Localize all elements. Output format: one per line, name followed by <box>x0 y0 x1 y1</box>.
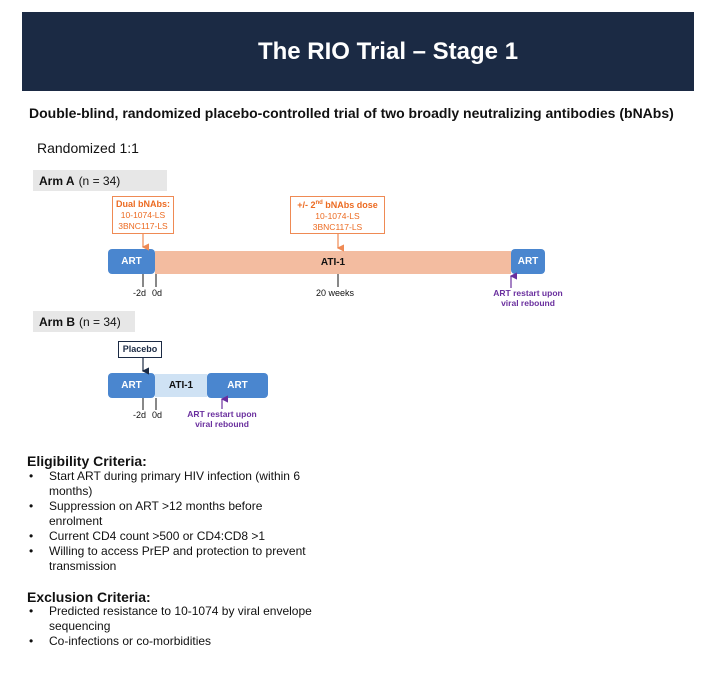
eligibility-item: Current CD4 count >500 or CD4:CD8 >1 <box>27 529 317 544</box>
arm-b-ati-bar: ATI-1 <box>155 374 207 397</box>
second-dose-drug-2: 3BNC117-LS <box>312 221 363 232</box>
arm-a-tick-0d: 0d <box>152 288 163 298</box>
eligibility-item: Suppression on ART >12 months before enr… <box>27 499 317 529</box>
arm-b-tick-0d: 0d <box>152 410 163 420</box>
dual-bnabs-title: Dual bNAbs: <box>116 198 170 209</box>
dual-bnabs-drug-2: 3BNC117-LS <box>118 220 168 231</box>
arm-b-label: Arm B (n = 34) <box>33 311 135 332</box>
arm-b-art-start: ART <box>108 373 155 398</box>
page-title: The RIO Trial – Stage 1 <box>257 37 519 65</box>
eligibility-list: Start ART during primary HIV infection (… <box>27 469 317 574</box>
arm-a-tick-neg2d: -2d <box>133 288 147 298</box>
exclusion-item: Predicted resistance to 10-1074 by viral… <box>27 604 317 634</box>
arm-a-label: Arm A (n = 34) <box>33 170 167 191</box>
arm-b-art-end: ART <box>207 373 268 398</box>
eligibility-item: Willing to access PrEP and protection to… <box>27 544 317 574</box>
arm-a-art-restart-note: ART restart upon viral rebound <box>493 288 563 308</box>
title-banner: The RIO Trial – Stage 1 <box>22 12 694 91</box>
arm-a-art-end: ART <box>511 249 545 274</box>
dual-bnabs-box: Dual bNAbs: 10-1074-LS 3BNC117-LS <box>112 196 174 234</box>
exclusion-list: Predicted resistance to 10-1074 by viral… <box>27 604 317 649</box>
subtitle: Double-blind, randomized placebo-control… <box>29 105 674 121</box>
exclusion-title: Exclusion Criteria: <box>27 589 151 605</box>
randomization-label: Randomized 1:1 <box>37 140 139 156</box>
arm-b-tick-neg2d: -2d <box>133 410 147 420</box>
eligibility-item: Start ART during primary HIV infection (… <box>27 469 317 499</box>
exclusion-item: Co-infections or co-morbidities <box>27 634 317 649</box>
second-dose-title: +/- 2nd bNAbs dose <box>297 199 378 210</box>
eligibility-title: Eligibility Criteria: <box>27 453 147 469</box>
arm-a-ati-bar: ATI-1 <box>155 251 511 274</box>
arm-b-count: (n = 34) <box>79 314 121 329</box>
placebo-box: Placebo <box>118 341 162 358</box>
arm-b-name: Arm B <box>39 314 76 329</box>
arm-b-art-restart-note: ART restart upon viral rebound <box>187 409 257 429</box>
second-dose-box: +/- 2nd bNAbs dose 10-1074-LS 3BNC117-LS <box>290 196 385 234</box>
dual-bnabs-drug-1: 10-1074-LS <box>120 209 166 220</box>
arm-a-name: Arm A <box>39 173 75 188</box>
arm-a-tick-20-weeks: 20 weeks <box>316 288 355 298</box>
arm-a-art-start: ART <box>108 249 155 274</box>
arm-a-count: (n = 34) <box>78 173 121 188</box>
second-dose-drug-1: 10-1074-LS <box>315 210 360 221</box>
